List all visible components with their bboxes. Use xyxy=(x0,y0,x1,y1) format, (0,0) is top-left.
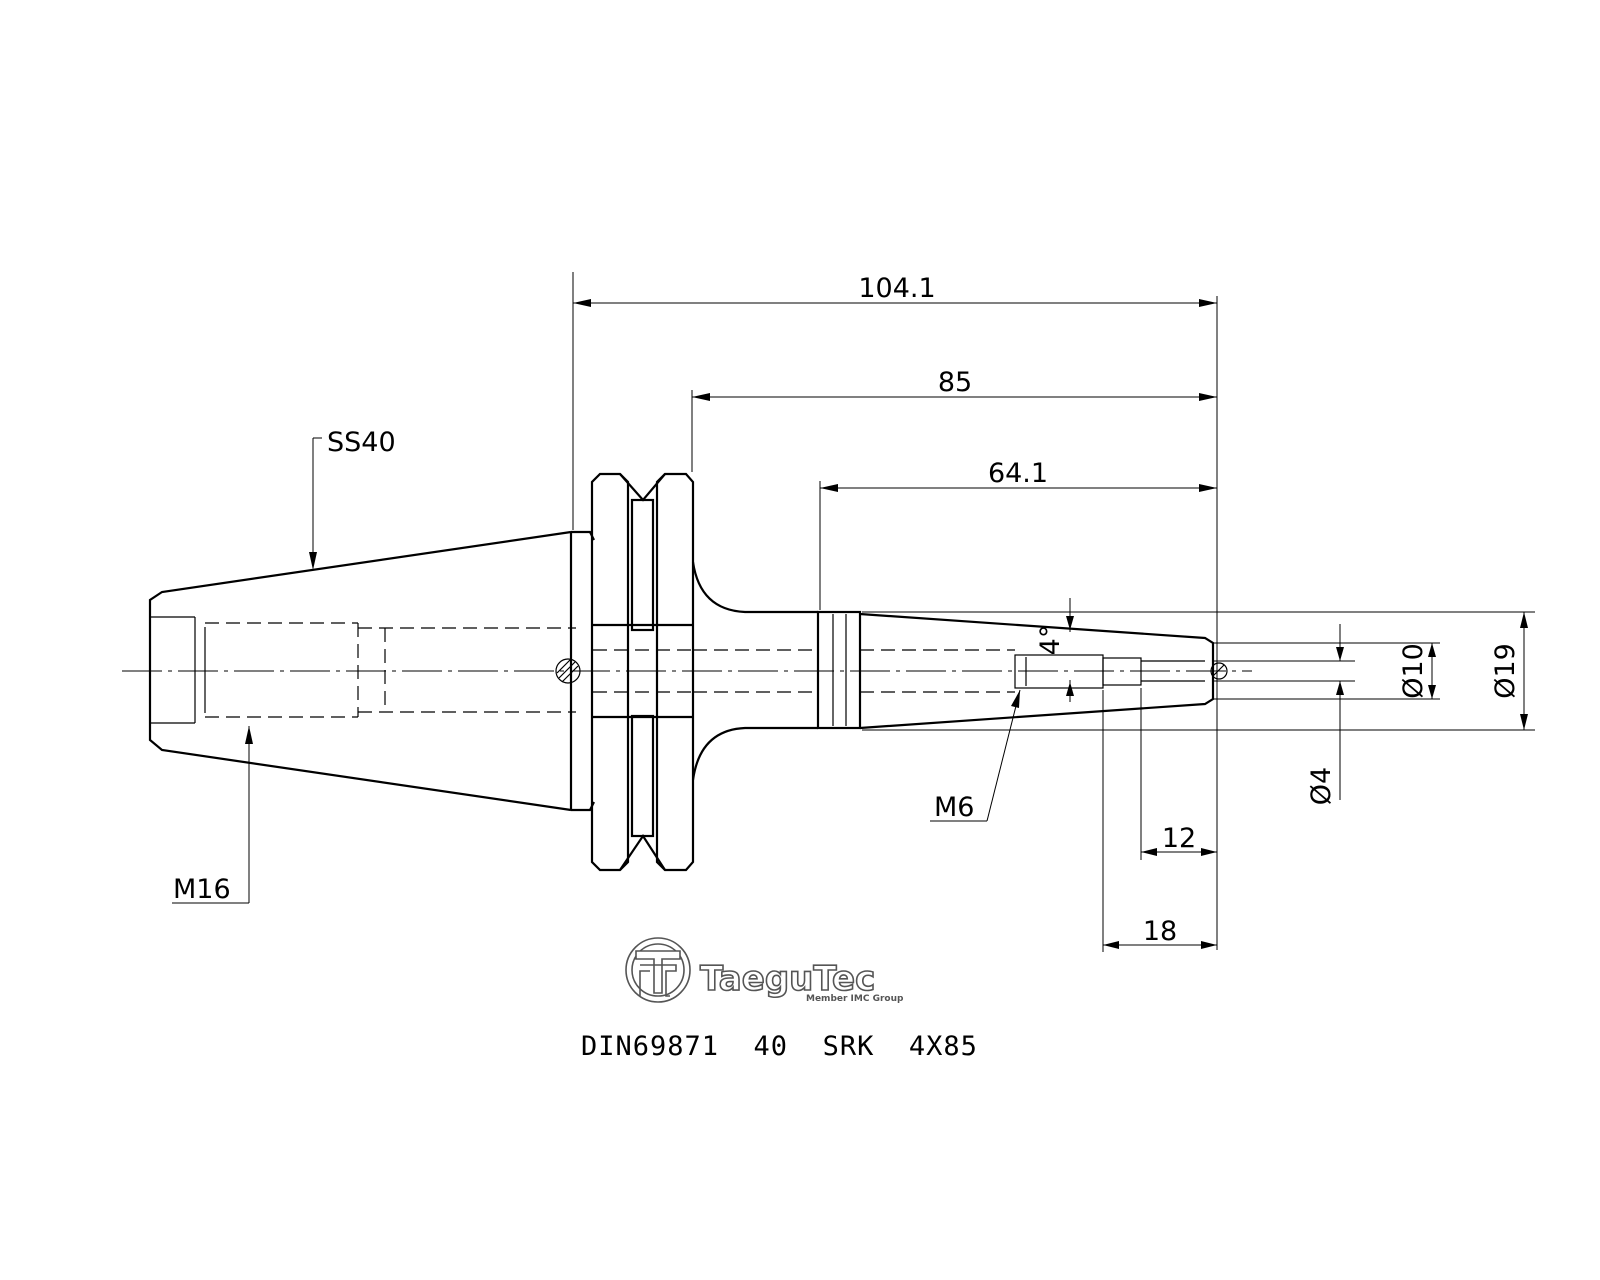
dim-length-12 xyxy=(1140,688,1217,860)
logo-tagline: Member IMC Group xyxy=(806,994,904,1004)
dia-outer-label: Ø19 xyxy=(1490,643,1521,699)
callout-m16 xyxy=(172,726,253,904)
dim-gauge-length xyxy=(691,390,1217,472)
callout-ss40 xyxy=(309,437,322,570)
taper-angle-label: 4° xyxy=(1035,625,1066,656)
dim-length-18 xyxy=(1102,690,1217,952)
gauge-length-label: 85 xyxy=(938,367,972,398)
shank-length-label: 64.1 xyxy=(988,458,1048,489)
taegutec-logo: TaeguTec Member IMC Group xyxy=(625,937,904,1004)
dim-shank-length xyxy=(819,481,1217,610)
length-18-label: 18 xyxy=(1143,916,1177,947)
taper-shank xyxy=(148,530,595,812)
logo-brand-text: TaeguTec xyxy=(700,959,875,999)
dim-diameters xyxy=(862,611,1535,800)
dim-overall-length xyxy=(572,272,1218,950)
flange xyxy=(590,472,695,872)
length-12-label: 12 xyxy=(1162,823,1196,854)
dia-bore-label: Ø4 xyxy=(1306,767,1337,805)
dim-taper-angle xyxy=(1066,598,1074,702)
ss40-label: SS40 xyxy=(327,427,396,458)
dia-inner-label: Ø10 xyxy=(1398,643,1429,699)
m6-label: M6 xyxy=(934,792,974,823)
m16-label: M16 xyxy=(173,874,231,905)
overall-length-label: 104.1 xyxy=(858,273,935,304)
callout-m6 xyxy=(930,689,1021,822)
part-designation: DIN69871 40 SRK 4X85 xyxy=(581,1031,978,1062)
extension-body xyxy=(691,561,1228,781)
